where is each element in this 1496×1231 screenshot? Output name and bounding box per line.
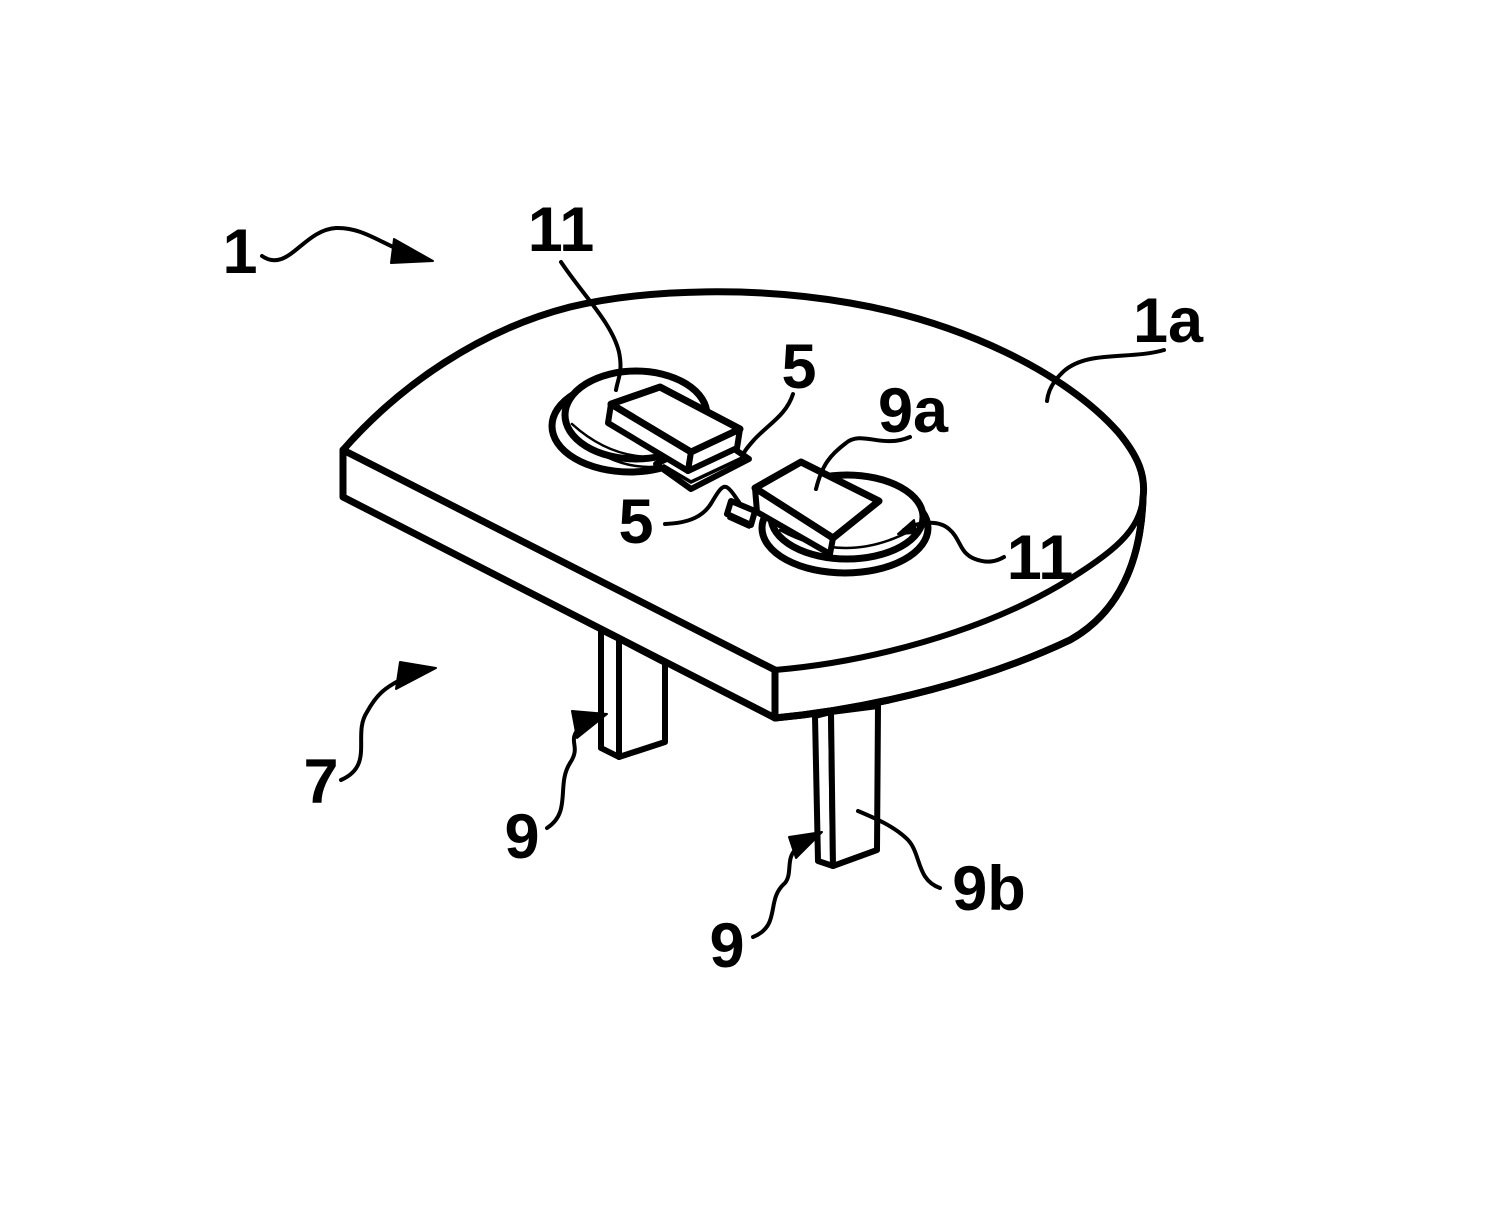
pin-left: [598, 627, 668, 760]
terminal-pad-left-inner-edge: [662, 456, 744, 484]
pin-left-wide-face: [616, 636, 668, 760]
leader-ref-9b: [856, 809, 942, 890]
chip-right-top-face: [751, 458, 883, 542]
leader-ref-9-left: [545, 725, 582, 830]
ref-label-9-lower: 9: [709, 911, 744, 981]
baseplate-rim-edge: [771, 494, 1147, 722]
leader-ref-1a: [1045, 348, 1166, 403]
ref-label-11-upper: 11: [528, 195, 595, 265]
leader-ref-5-lower: [663, 484, 741, 526]
leader-ref-11-upper: [559, 260, 623, 392]
leader-ref-11-right: [902, 520, 1006, 564]
ref-label-9a: 9a: [878, 376, 949, 446]
arrowhead-ref-9-left: [571, 710, 608, 739]
ref-label-9-left: 9: [504, 802, 539, 872]
ref-label-9b: 9b: [952, 854, 1026, 924]
ref-label-1a: 1a: [1133, 286, 1204, 356]
baseplate-top-surface-edge: [772, 495, 1146, 673]
button-device-right: [724, 458, 932, 577]
leader-lines: [260, 225, 1166, 939]
tick-ref-11-right: [897, 519, 917, 535]
terminal-tab-right-inner-edge: [727, 516, 751, 529]
button-left-side-line: [570, 422, 670, 459]
leader-ref-1: [260, 225, 404, 263]
leader-ref-7: [339, 678, 402, 782]
arrowhead-ref-1: [390, 238, 434, 264]
button-right-side-line-2: [786, 541, 906, 561]
chip-left-top-face: [607, 383, 744, 456]
leader-ref-9-lower: [751, 846, 799, 939]
ref-label-5-lower: 5: [618, 487, 653, 557]
leader-ref-5-upper: [740, 392, 795, 460]
arrowhead-ref-7: [395, 661, 437, 690]
arrowhead-ref-9-lower: [788, 831, 823, 859]
ref-label-7: 7: [303, 747, 338, 817]
ref-label-11-right: 11: [1007, 523, 1074, 593]
reference-labels: 1 11 5 9a 1a 5 11 7 9 9 9b: [222, 195, 1204, 981]
ref-label-5-upper: 5: [781, 332, 816, 402]
baseplate-front-top-edge: [339, 446, 779, 674]
ref-label-1: 1: [222, 217, 257, 287]
pin-right: [812, 703, 881, 869]
button-device-left: [548, 367, 752, 492]
leader-ref-9a: [814, 435, 912, 491]
terminal-tab-right: [724, 498, 758, 528]
pin-right-wide-face: [828, 703, 881, 869]
button-left-side-line-2: [578, 438, 664, 469]
